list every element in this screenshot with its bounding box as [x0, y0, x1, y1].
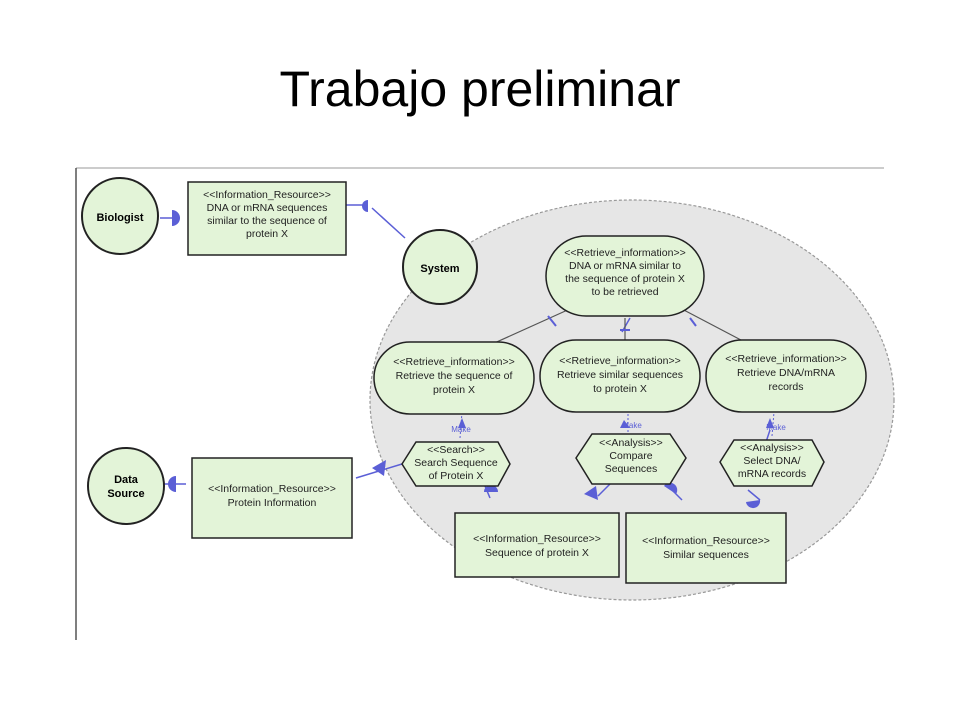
actor-biologist[interactable]: Biologist — [81, 177, 159, 255]
actor-system[interactable]: System — [402, 229, 478, 305]
actor-biologist-label: Biologist — [96, 212, 143, 224]
make-label-select: Make — [766, 423, 786, 432]
goal-retrieve-dna[interactable]: <<Retrieve_information>>Retrieve DNA/mRN… — [705, 339, 867, 413]
make-label-compare: Make — [622, 421, 642, 430]
goal-retrieve-main[interactable]: <<Retrieve_information>>DNA or mRNA simi… — [545, 235, 705, 317]
resource-biologist-request[interactable]: <<Information_Resource>>DNA or mRNA sequ… — [187, 181, 347, 256]
goal-retrieve-similar-text: <<Retrieve_information>>Retrieve similar… — [557, 355, 683, 395]
ticks — [547, 315, 697, 331]
goal-retrieve-sequence[interactable]: <<Retrieve_information>>Retrieve the seq… — [373, 341, 535, 415]
actor-system-label: System — [420, 263, 459, 275]
resource-sequence-of-protein-text: <<Information_Resource>>Sequence of prot… — [473, 533, 601, 559]
make-label-search: Make — [451, 425, 471, 434]
resource-protein-information-text: <<Information_Resource>>Protein Informat… — [208, 483, 336, 509]
goal-retrieve-dna-text: <<Retrieve_information>>Retrieve DNA/mRN… — [725, 353, 846, 393]
goal-retrieve-sequence-text: <<Retrieve_information>>Retrieve the seq… — [393, 356, 514, 396]
resource-similar-sequences[interactable]: <<Information_Resource>>Similar sequence… — [625, 512, 787, 584]
resource-sequence-of-protein[interactable]: <<Information_Resource>>Sequence of prot… — [454, 512, 620, 578]
task-select-records[interactable]: <<Analysis>>Select DNA/mRNA records — [719, 439, 825, 487]
goal-retrieve-main-text: <<Retrieve_information>>DNA or mRNA simi… — [564, 247, 685, 298]
resource-biologist-text: <<Information_Resource>>DNA or mRNA sequ… — [203, 189, 331, 240]
task-select-records-text: <<Analysis>>Select DNA/mRNA records — [738, 442, 806, 480]
resource-protein-information[interactable]: <<Information_Resource>>Protein Informat… — [191, 457, 353, 539]
resource-similar-sequences-text: <<Information_Resource>>Similar sequence… — [642, 535, 770, 561]
slide-title: Trabajo preliminar — [279, 61, 681, 117]
goal-retrieve-similar[interactable]: <<Retrieve_information>>Retrieve similar… — [539, 339, 701, 413]
